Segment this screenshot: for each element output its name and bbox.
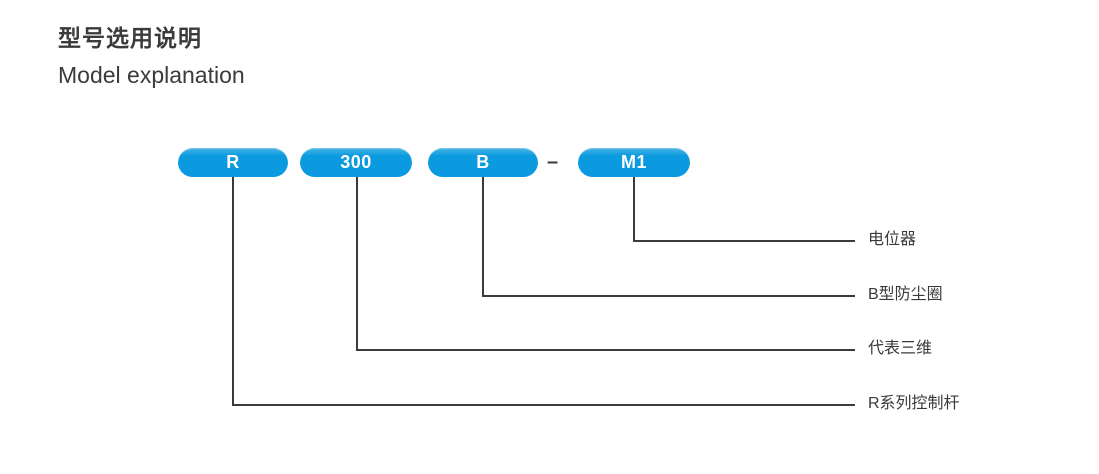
- connector-vertical-b: [482, 177, 484, 296]
- callout-label-r: R系列控制杆: [868, 395, 960, 412]
- model-segment-m1[interactable]: M1: [578, 148, 690, 177]
- connector-vertical-r: [232, 177, 234, 405]
- connector-horizontal-m1: [633, 240, 855, 242]
- callout-label-m1: 电位器: [868, 231, 917, 248]
- callout-label-b: B型防尘圈: [868, 286, 943, 303]
- connector-horizontal-300: [356, 349, 855, 351]
- model-segment-b[interactable]: B: [428, 148, 538, 177]
- connector-vertical-300: [356, 177, 358, 350]
- model-separator-dash: –: [547, 151, 559, 173]
- heading-block: 型号选用说明 Model explanation: [58, 22, 245, 92]
- page-title-english: Model explanation: [58, 62, 245, 88]
- callout-label-300: 代表三维: [868, 340, 933, 357]
- connector-vertical-m1: [633, 177, 635, 242]
- model-segment-r[interactable]: R: [178, 148, 288, 177]
- connector-horizontal-r: [232, 404, 855, 406]
- page-title-chinese: 型号选用说明: [58, 25, 202, 51]
- model-segment-300[interactable]: 300: [300, 148, 412, 177]
- connector-horizontal-b: [482, 295, 855, 297]
